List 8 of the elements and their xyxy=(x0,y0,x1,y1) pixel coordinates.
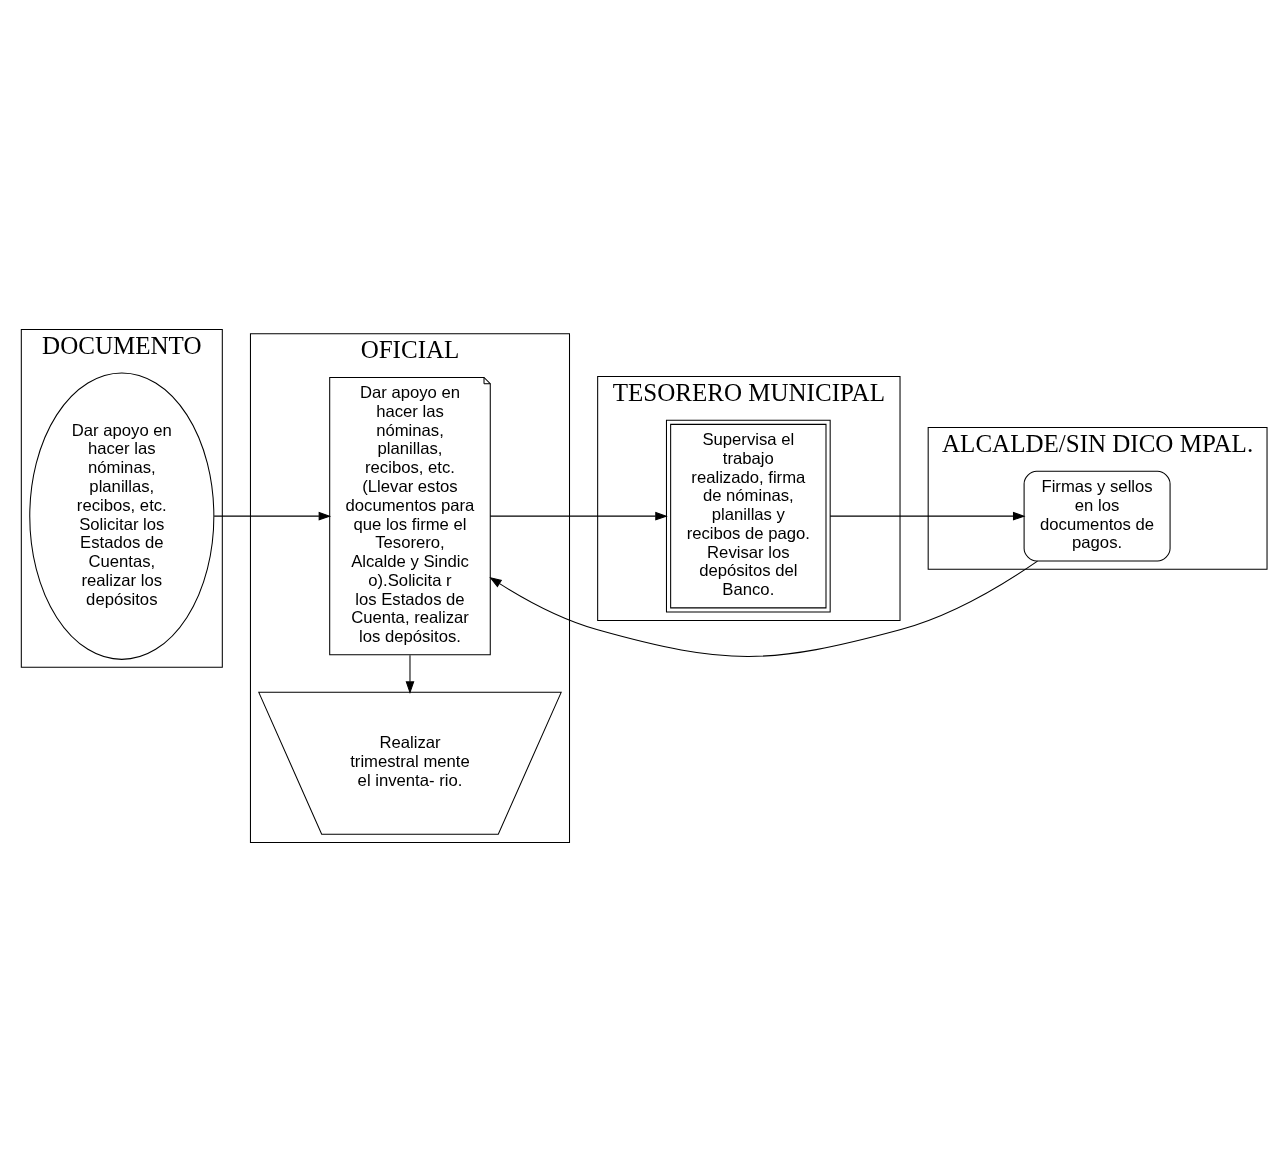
arrow xyxy=(489,511,668,521)
arrow xyxy=(829,511,1026,521)
node-box: Firmas y sellos en los documentos de pagos. xyxy=(1023,470,1171,562)
node-box: Supervisa el trabajo realizado, firma de nóminas, planillas y recibos de pago. Revisar los depósitos del Banco. xyxy=(665,419,831,613)
arrow xyxy=(405,654,415,694)
arrow xyxy=(489,560,1038,657)
arrow xyxy=(213,511,332,521)
node-ellipse: Dar apoyo en hacer las nóminas, planillas, recibos, etc. Solicitar los Estados de Cuentas, realizar los depósitos xyxy=(29,372,215,660)
